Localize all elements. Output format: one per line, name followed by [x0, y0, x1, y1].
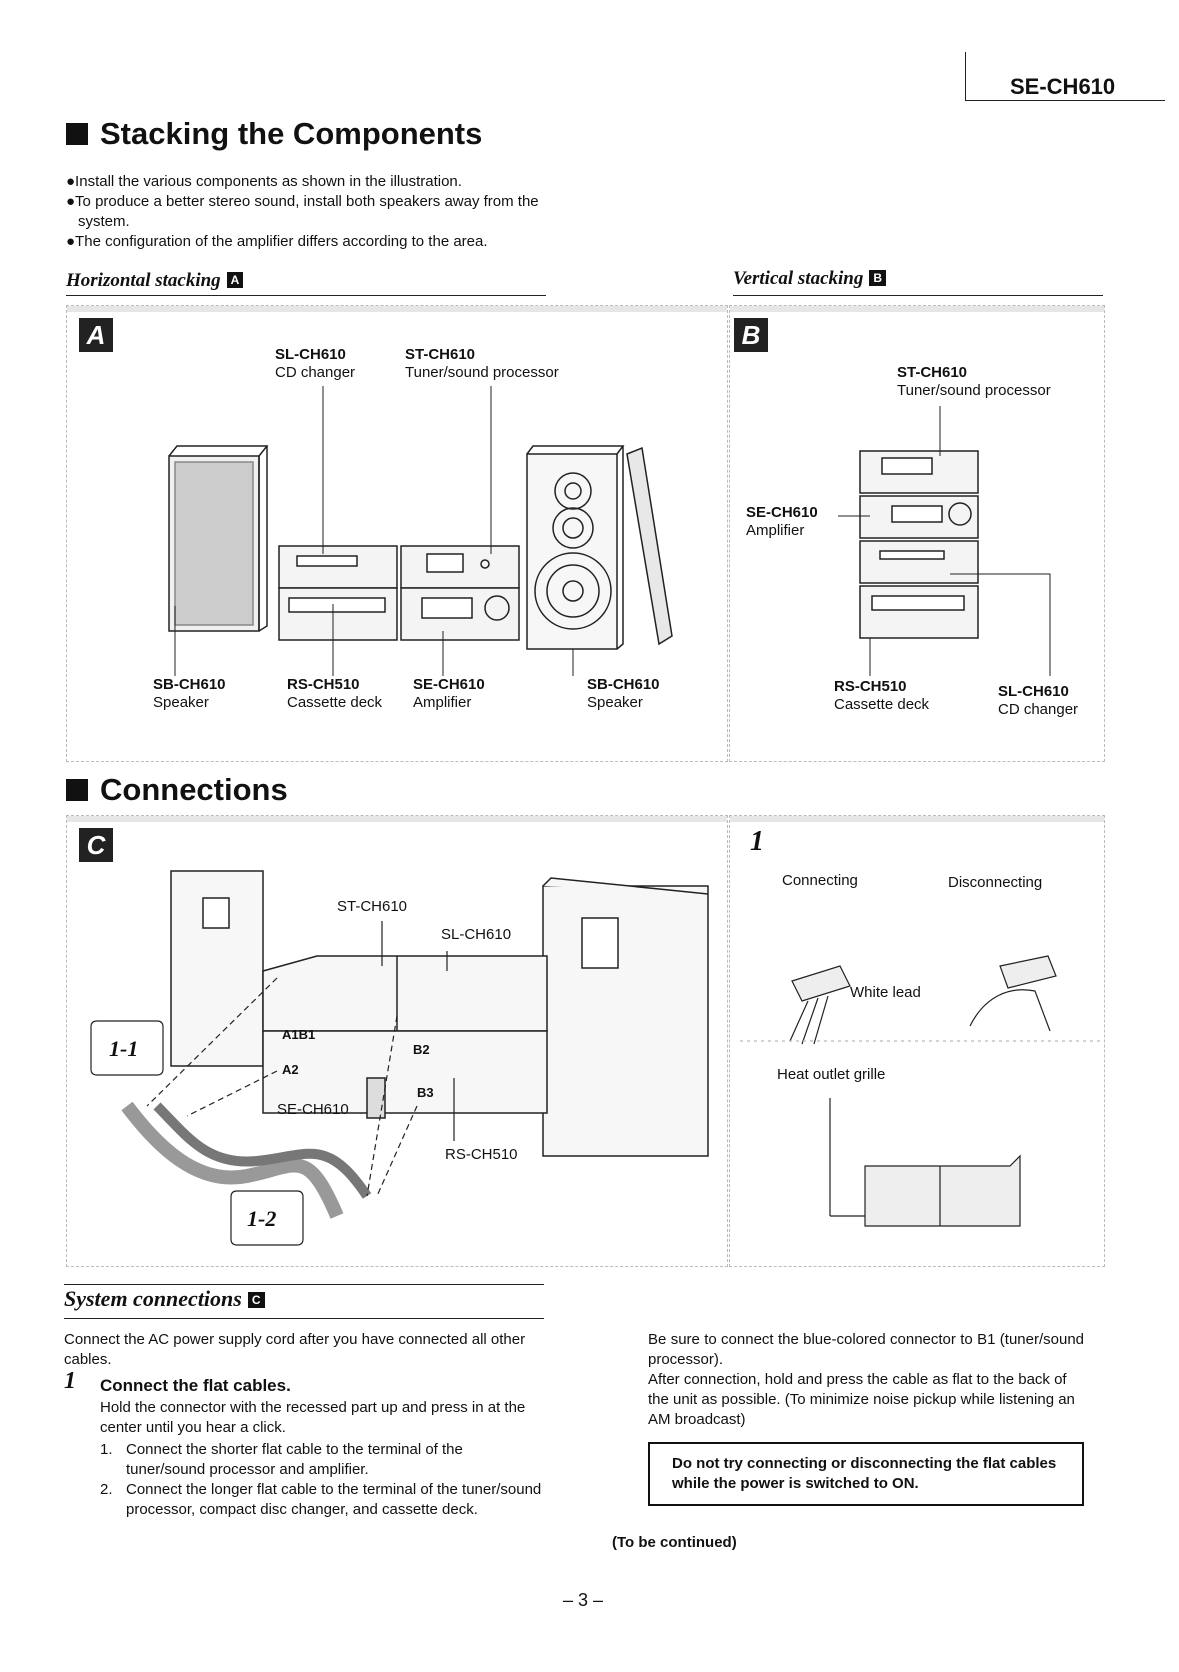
warning-box: Do not try connecting or disconnecting t…: [648, 1442, 1084, 1506]
label-cassette-a: RS-CH510 Cassette deck: [287, 676, 382, 712]
panel-c-letter: C: [79, 828, 113, 862]
stacking-title-text: Stacking the Components: [100, 116, 483, 151]
amp-model-b: SE-CH610: [746, 504, 818, 521]
panel-b-letter: B: [734, 318, 768, 352]
label-disconnecting: Disconnecting: [948, 874, 1043, 891]
panel-b-vertical: B ST-CH610 Tuner/sound processor SE-CH61…: [729, 305, 1105, 762]
speaker-left-model: SB-CH610: [153, 676, 226, 693]
cd-model-a: SL-CH610: [275, 346, 346, 363]
amp-model-a: SE-CH610: [413, 676, 485, 693]
tuner-desc-b: Tuner/sound processor: [897, 382, 1051, 399]
label-cassette-c: RS-CH510: [445, 1146, 518, 1163]
label-amplifier-a: SE-CH610 Amplifier: [413, 676, 485, 712]
page-number: – 3 –: [563, 1590, 604, 1610]
horizontal-stacking-illustration: [168, 386, 673, 676]
label-terminal-a2: A2: [282, 1062, 299, 1077]
section-square-icon: [66, 123, 88, 145]
speaker-left-desc: Speaker: [153, 694, 209, 711]
cassette-desc-a: Cassette deck: [287, 694, 383, 711]
label-terminal-b3: B3: [417, 1085, 434, 1100]
cassette-desc-b: Cassette deck: [834, 696, 930, 713]
header-rule-horizontal: [965, 100, 1165, 101]
horizontal-heading-text: Horizontal stacking: [66, 270, 221, 291]
step-title: Connect the flat cables.: [100, 1376, 291, 1395]
step-number: 1: [64, 1368, 76, 1394]
right-paragraph-2: After connection, hold and press the cab…: [648, 1371, 1075, 1428]
speaker-right-model: SB-CH610: [587, 676, 660, 693]
tuner-model-b: ST-CH610: [897, 364, 968, 381]
panel-1-connector: 1 Connecting Disconnecting White lead He…: [729, 815, 1105, 1267]
vertical-stacking-illustration: [838, 406, 1051, 676]
label-heat-outlet: Heat outlet grille: [777, 1066, 886, 1083]
section-square-icon: [66, 779, 88, 801]
bullet-item: ●The configuration of the amplifier diff…: [66, 233, 488, 250]
stacking-section-title: Stacking the Components: [66, 116, 482, 152]
label-terminal-b2: B2: [413, 1042, 430, 1057]
step-1-2-label: 1-2: [247, 1206, 277, 1231]
label-terminal-a1b1: A1B1: [282, 1027, 316, 1042]
system-heading-rule-bottom: [64, 1318, 544, 1319]
cd-desc-b: CD changer: [998, 701, 1079, 718]
label-connecting: Connecting: [782, 872, 858, 889]
substep-2-number: 2.: [100, 1481, 113, 1498]
vertical-stacking-heading: Vertical stacking B: [733, 268, 887, 290]
cd-model-b: SL-CH610: [998, 683, 1069, 700]
substep-1-text: Connect the shorter flat cable to the te…: [126, 1441, 463, 1478]
model-number: SE-CH610: [1010, 74, 1116, 99]
badge-a: A: [226, 272, 244, 288]
label-cassette-b: RS-CH510 Cassette deck: [834, 678, 929, 714]
system-heading-rule-top: [64, 1284, 544, 1285]
label-amplifier-c: SE-CH610: [277, 1101, 349, 1118]
panel-1-number: 1: [750, 826, 764, 857]
connections-illustration: [90, 870, 709, 1246]
bullet-item: ●To produce a better stereo sound, insta…: [66, 193, 539, 230]
tuner-desc-a: Tuner/sound processor: [405, 364, 559, 381]
system-heading-text: System connections: [64, 1286, 242, 1311]
panel-a-letter: A: [79, 318, 113, 352]
badge-b: B: [869, 270, 887, 286]
vertical-heading-text: Vertical stacking: [733, 268, 864, 289]
label-tuner-c: ST-CH610: [337, 898, 408, 915]
amp-desc-b: Amplifier: [746, 522, 805, 539]
connector-illustration: [740, 955, 1100, 1227]
label-tuner-b: ST-CH610 Tuner/sound processor: [897, 364, 1051, 400]
system-connections-heading: System connections C: [64, 1286, 265, 1312]
substep-1-number: 1.: [100, 1441, 113, 1458]
system-intro: Connect the AC power supply cord after y…: [64, 1331, 526, 1368]
horizontal-heading-rule: [66, 295, 546, 296]
cassette-model-b: RS-CH510: [834, 678, 907, 695]
badge-c: C: [247, 1292, 265, 1308]
amp-desc-a: Amplifier: [413, 694, 472, 711]
speaker-right-desc: Speaker: [587, 694, 643, 711]
cassette-model-a: RS-CH510: [287, 676, 360, 693]
tuner-model-a: ST-CH610: [405, 346, 476, 363]
panel-c-connections: C ST-CH610 SL-CH610: [66, 815, 728, 1267]
to-be-continued: (To be continued): [612, 1534, 737, 1551]
bullet-item: ●Install the various components as shown…: [66, 173, 462, 190]
label-speaker-right: SB-CH610 Speaker: [587, 676, 660, 712]
label-tuner-a: ST-CH610 Tuner/sound processor: [405, 346, 559, 382]
label-speaker-left: SB-CH610 Speaker: [153, 676, 226, 712]
connections-section-title: Connections: [66, 772, 288, 808]
label-white-lead: White lead: [850, 984, 921, 1001]
step-1-1-label: 1-1: [109, 1036, 139, 1061]
label-cd-c: SL-CH610: [441, 926, 512, 943]
substep-2-text: Connect the longer flat cable to the ter…: [126, 1481, 542, 1518]
stacking-bullets: ●Install the various components as shown…: [66, 172, 586, 252]
connections-title-text: Connections: [100, 772, 288, 807]
vertical-heading-rule: [733, 295, 1103, 296]
label-cd-changer-b: SL-CH610 CD changer: [998, 683, 1078, 719]
panel-a-horizontal: A: [66, 305, 728, 762]
label-cd-changer-a: SL-CH610 CD changer: [275, 346, 355, 382]
right-paragraph-1: Be sure to connect the blue-colored conn…: [648, 1331, 1084, 1368]
header-rule-vertical: [965, 52, 966, 100]
label-amplifier-b: SE-CH610 Amplifier: [746, 504, 818, 540]
horizontal-stacking-heading: Horizontal stacking A: [66, 270, 244, 292]
cd-desc-a: CD changer: [275, 364, 356, 381]
step-body: Hold the connector with the recessed par…: [100, 1399, 526, 1436]
